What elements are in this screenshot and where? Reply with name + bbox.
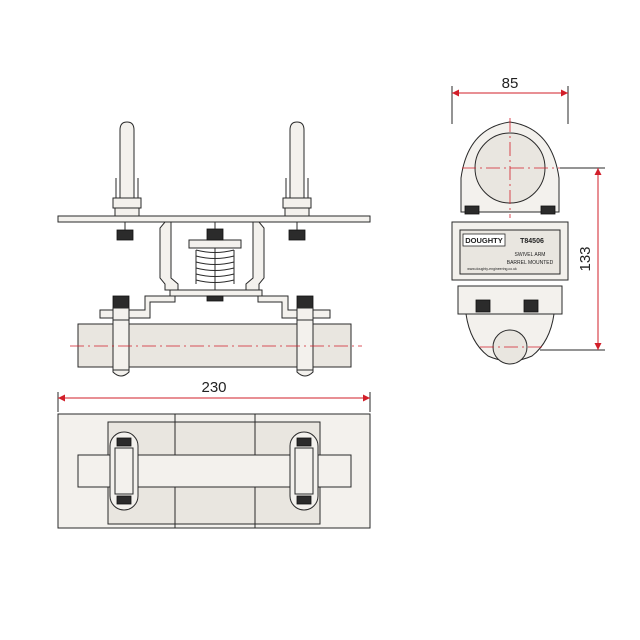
right-slot [289,431,319,511]
front-elevation-view [57,121,371,377]
left-slot [109,431,139,511]
plate-brand: DOUGHTY [465,236,503,245]
dimension-length: 230 [201,379,226,396]
nut [116,229,134,241]
side-elevation-view: DOUGHTY T84506 SWIVEL ARM BARREL MOUNTED… [451,75,605,365]
spring-assembly [188,222,242,292]
lower-saddle [99,295,176,319]
plan-view: 230 [57,379,371,529]
dimension-height: 133 [577,246,594,271]
plate-code: T84506 [520,238,544,245]
dimension-width: 85 [502,75,519,92]
left-j-hook [112,121,142,217]
right-j-hook [282,121,312,217]
plate-line1: SWIVEL ARM [515,252,546,258]
left-bracket [159,221,179,291]
plate-url: www.doughty-engineering.co.uk [467,267,517,271]
top-plate [57,215,371,223]
lower-plate [169,289,263,297]
right-bracket [245,221,265,291]
nut [288,229,306,241]
plate-line2: BARREL MOUNTED [507,260,554,266]
